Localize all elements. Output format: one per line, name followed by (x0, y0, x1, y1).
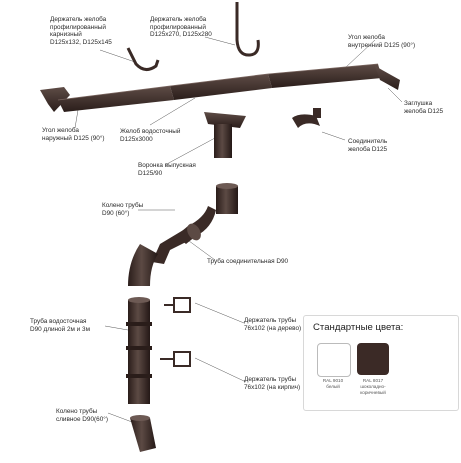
colors-panel (303, 315, 459, 411)
label-drain-elbow: Колено трубы сливное D90(60°) (56, 408, 108, 423)
label-pipe-elbow: Колено трубы D90 (60°) (102, 202, 144, 217)
label-outlet: Воронка выпускная D125/90 (138, 162, 196, 177)
label-pipe-holder-brick: Держатель трубы 76x102 (на кирпич) (244, 376, 301, 391)
label-outer-corner: Угол желоба наружный D125 (90°) (42, 127, 105, 142)
label-pipe-connector: Труба соединительная D90 (207, 258, 289, 265)
label-downpipe: Труба водосточная D90 длиной 2м и 3м (30, 318, 90, 333)
label-gutter: Желоб водосточный D125x3000 (120, 128, 181, 143)
gutter-outlet (204, 112, 246, 158)
gutter-hook-eaves (126, 47, 160, 71)
pipe-elbow-lower (128, 244, 158, 286)
swatch-brown-name: шоколадно- коричневый (360, 384, 386, 395)
drain-elbow (130, 415, 156, 452)
pipe-holder-wood (164, 297, 191, 313)
gutter-run (40, 63, 400, 112)
gutter-connector (292, 108, 321, 128)
gutter-hook-long (235, 2, 260, 57)
label-gutter-holder-long: Держатель желоба профилированный D125x27… (150, 16, 212, 39)
swatch-white (317, 343, 351, 377)
swatch-white-name: белый (326, 384, 340, 389)
label-gutter-holder-eaves: Держатель желоба профилированный карнизн… (50, 16, 112, 46)
swatch-brown-code: RAL 8017 (362, 378, 384, 383)
label-inner-corner: Угол желоба внутренний D125 (90°) (348, 34, 416, 49)
swatch-brown (357, 343, 389, 375)
pipe-connecting (152, 223, 201, 264)
pipe-holder-brick (160, 351, 191, 367)
colors-title: Стандартные цвета: (313, 322, 404, 333)
swatch-white-code: RAL 9010 (322, 378, 344, 383)
label-pipe-holder-wood: Держатель трубы 76x102 (на дерево) (244, 317, 302, 332)
downpipe (126, 297, 152, 404)
label-gutter-connector: Соединитель желоба D125 (348, 138, 388, 153)
label-end-cap: Заглушка желоба D125 (404, 100, 444, 115)
